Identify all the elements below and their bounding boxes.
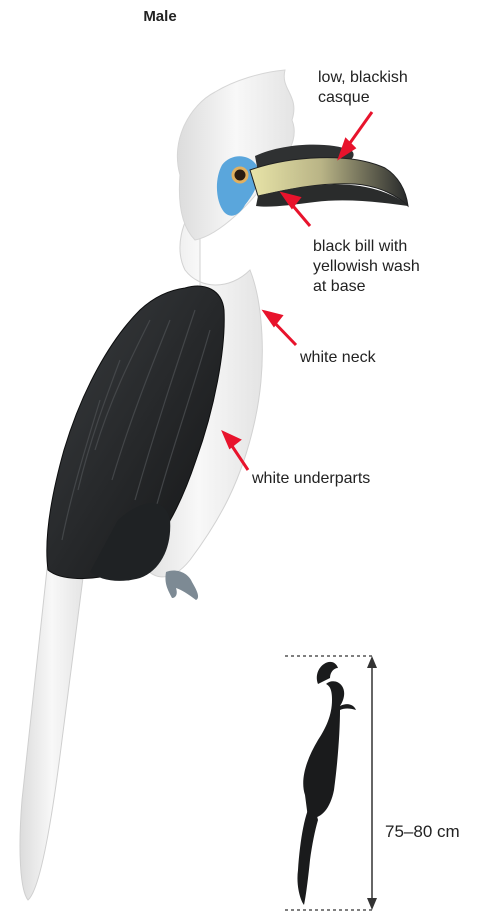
annotation-bill: black bill with yellowish wash at base [313,237,483,297]
annotation-line: low, blackish [318,68,468,88]
facial-skin [217,156,259,215]
annotation-neck: white neck [300,348,376,368]
annotation-line: casque [318,88,468,108]
annotation-casque: low, blackish casque [318,68,468,108]
tail [20,560,84,900]
size-silhouette [297,662,356,905]
annotation-line: yellowish wash [313,257,483,277]
foot [165,570,198,600]
annotation-underparts: white underparts [252,469,370,489]
annotation-line: black bill with [313,237,483,257]
size-label: 75–80 cm [385,822,460,842]
eye [233,168,247,182]
annotation-line: at base [313,277,483,297]
